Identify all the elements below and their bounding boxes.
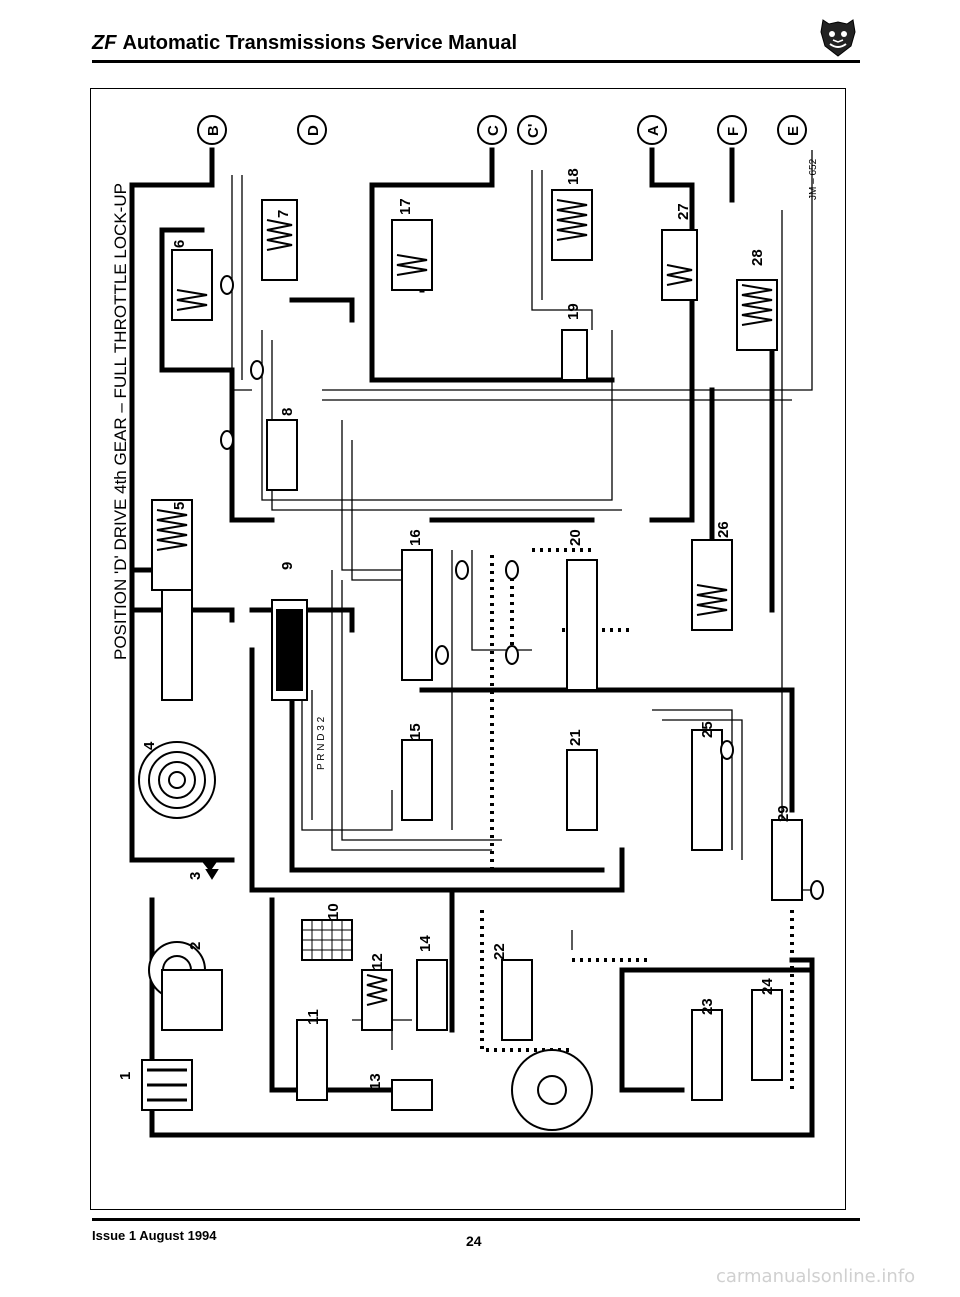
pump-and-converter (138, 741, 594, 1131)
component-label-10: 10 (325, 903, 342, 920)
connector-b-icon (197, 115, 227, 145)
diagram-frame (90, 88, 846, 1210)
connector-labels: B D C C' A F E (197, 115, 807, 145)
component-label-11: 11 (305, 1009, 322, 1025)
manual-title: Automatic Transmissions Service Manual (122, 32, 518, 54)
component-label-18: 18 (565, 168, 582, 185)
connector-f-icon (717, 115, 747, 145)
connector-d-label: D (305, 125, 322, 136)
header-rule (92, 60, 860, 63)
component-label-25: 25 (699, 721, 716, 738)
connector-e-label: E (785, 126, 802, 136)
footer-rule (92, 1218, 860, 1221)
component-label-26: 26 (715, 521, 732, 538)
selector-positions: P R N D 3 2 (316, 716, 327, 770)
component-label-27: 27 (675, 203, 692, 220)
zf-brand: ZF (92, 32, 117, 54)
exhaust-lines (182, 548, 794, 1090)
connector-f-label: F (725, 127, 742, 136)
diagram-title: POSITION 'D' DRIVE 4th GEAR – FULL THROT… (111, 183, 130, 660)
component-label-29: 29 (775, 805, 792, 822)
diagram-reference: JM – 652 (808, 158, 819, 200)
connector-a-label: A (645, 125, 662, 136)
connector-c-prime-icon (517, 115, 547, 145)
component-label-19: 19 (565, 303, 582, 320)
component-label-1: 1 (117, 1072, 134, 1080)
connector-e-icon (777, 115, 807, 145)
connector-c-label: C (485, 125, 502, 136)
component-label-21: 21 (567, 729, 584, 746)
connector-c-icon (477, 115, 507, 145)
component-label-9: 9 (279, 562, 296, 570)
component-label-24: 24 (759, 978, 776, 995)
connector-c-prime-label: C' (525, 124, 542, 138)
connector-b-label: B (205, 125, 222, 136)
connector-a-icon (637, 115, 667, 145)
hydraulic-circuit-diagram: POSITION 'D' DRIVE 4th GEAR – FULL THROT… (111, 115, 824, 1138)
component-label-12: 12 (369, 953, 386, 970)
component-label-20: 20 (567, 529, 584, 546)
component-label-3: 3 (187, 872, 204, 880)
issue-date: Issue 1 August 1994 (92, 1228, 217, 1243)
jaguar-head-icon (820, 19, 856, 57)
component-label-15: 15 (407, 723, 424, 740)
component-label-23: 23 (699, 998, 716, 1015)
signal-lines (231, 150, 813, 1050)
watermark-text: carmanualsonline.info (716, 1266, 916, 1287)
valve-components (151, 189, 803, 1111)
component-numbers: 1 2 3 4 5 6 7 8 9 10 11 12 13 14 15 16 1… (117, 168, 792, 1090)
component-label-2: 2 (187, 942, 204, 950)
check-balls (220, 275, 824, 900)
component-label-7: 7 (275, 210, 292, 218)
component-label-8: 8 (279, 408, 296, 416)
component-label-14: 14 (417, 935, 434, 952)
component-label-6: 6 (171, 240, 188, 248)
component-label-17: 17 (397, 198, 414, 215)
component-label-16: 16 (407, 529, 424, 546)
page-number: 24 (466, 1233, 482, 1249)
component-label-22: 22 (491, 943, 508, 960)
component-label-28: 28 (749, 249, 766, 266)
connector-d-icon (297, 115, 327, 145)
component-label-4: 4 (141, 741, 158, 750)
component-label-5: 5 (171, 502, 188, 510)
component-label-13: 13 (367, 1073, 384, 1090)
